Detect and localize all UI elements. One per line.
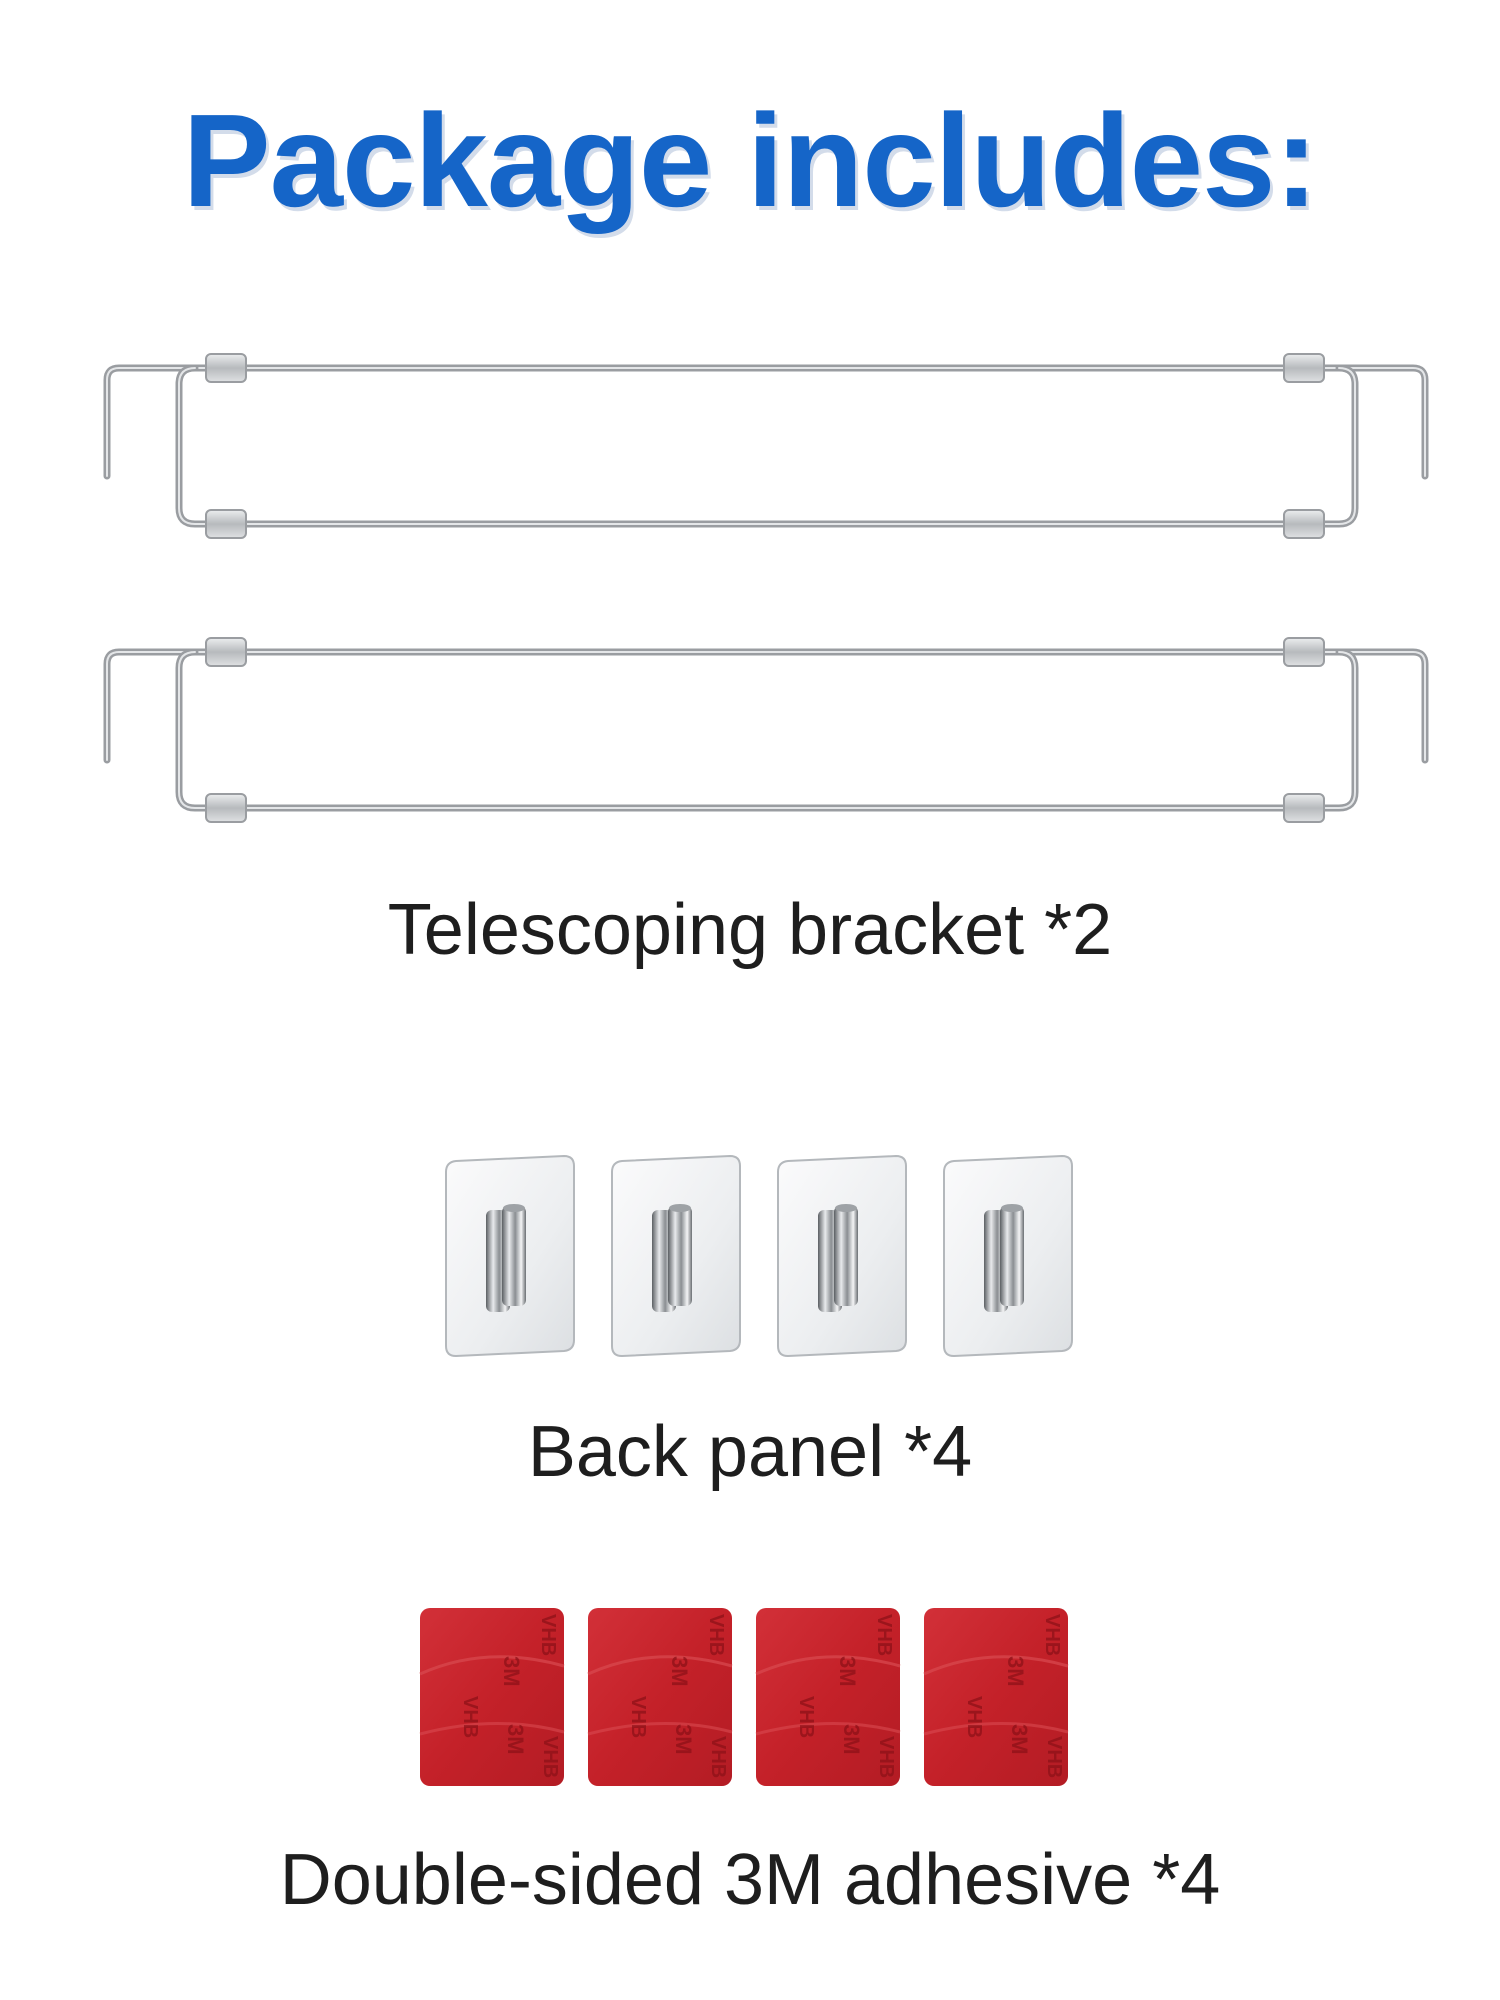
adhesive-print-product: VHB <box>539 1736 561 1778</box>
telescoping-bracket-caption: Telescoping bracket *2 <box>387 890 1113 970</box>
adhesive-print-brand: 3M <box>835 1656 860 1687</box>
adhesive-pad-icon: 3M VHB 3M VHB VHB <box>755 1608 901 1786</box>
adhesive-print-brand: 3M <box>499 1656 524 1687</box>
adhesive-print-product: VHB <box>537 1614 559 1656</box>
back-panel-group <box>440 1152 1080 1362</box>
back-panel-icon <box>611 1154 741 1358</box>
back-panel-icon <box>943 1154 1073 1358</box>
adhesive-caption: Double-sided 3M adhesive *4 <box>279 1840 1221 1920</box>
adhesive-print-product: VHB <box>459 1696 481 1738</box>
adhesive-print-brand: 3M <box>1007 1724 1032 1755</box>
adhesive-print-brand: 3M <box>1003 1656 1028 1687</box>
back-panel-caption: Back panel *4 <box>527 1412 973 1492</box>
adhesive-print-product: VHB <box>875 1736 897 1778</box>
adhesive-pad-icon: 3M VHB 3M VHB VHB <box>587 1608 733 1786</box>
adhesive-print-product: VHB <box>873 1614 895 1656</box>
adhesive-print-product: VHB <box>963 1696 985 1738</box>
telescoping-bracket-icon <box>103 353 1429 539</box>
adhesive-print-product: VHB <box>1043 1736 1065 1778</box>
adhesive-print-product: VHB <box>1041 1614 1063 1656</box>
adhesive-print-brand: 3M <box>503 1724 528 1755</box>
adhesive-print-product: VHB <box>795 1696 817 1738</box>
adhesive-print-product: VHB <box>707 1736 729 1778</box>
adhesive-print-brand: 3M <box>671 1724 696 1755</box>
adhesive-print-product: VHB <box>705 1614 727 1656</box>
adhesive-print-brand: 3M <box>839 1724 864 1755</box>
adhesive-pad-group: 3M VHB 3M VHB VHB 3M VHB 3M VHB VHB 3M V… <box>416 1604 1076 1790</box>
adhesive-pad-icon: 3M VHB 3M VHB VHB <box>923 1608 1069 1786</box>
adhesive-print-product: VHB <box>627 1696 649 1738</box>
adhesive-pad-icon: 3M VHB 3M VHB VHB <box>419 1608 565 1786</box>
adhesive-print-brand: 3M <box>667 1656 692 1687</box>
back-panel-icon <box>777 1154 907 1358</box>
telescoping-bracket-icon <box>103 637 1429 823</box>
back-panel-icon <box>445 1154 575 1358</box>
page-title: Package includes: <box>182 87 1319 234</box>
